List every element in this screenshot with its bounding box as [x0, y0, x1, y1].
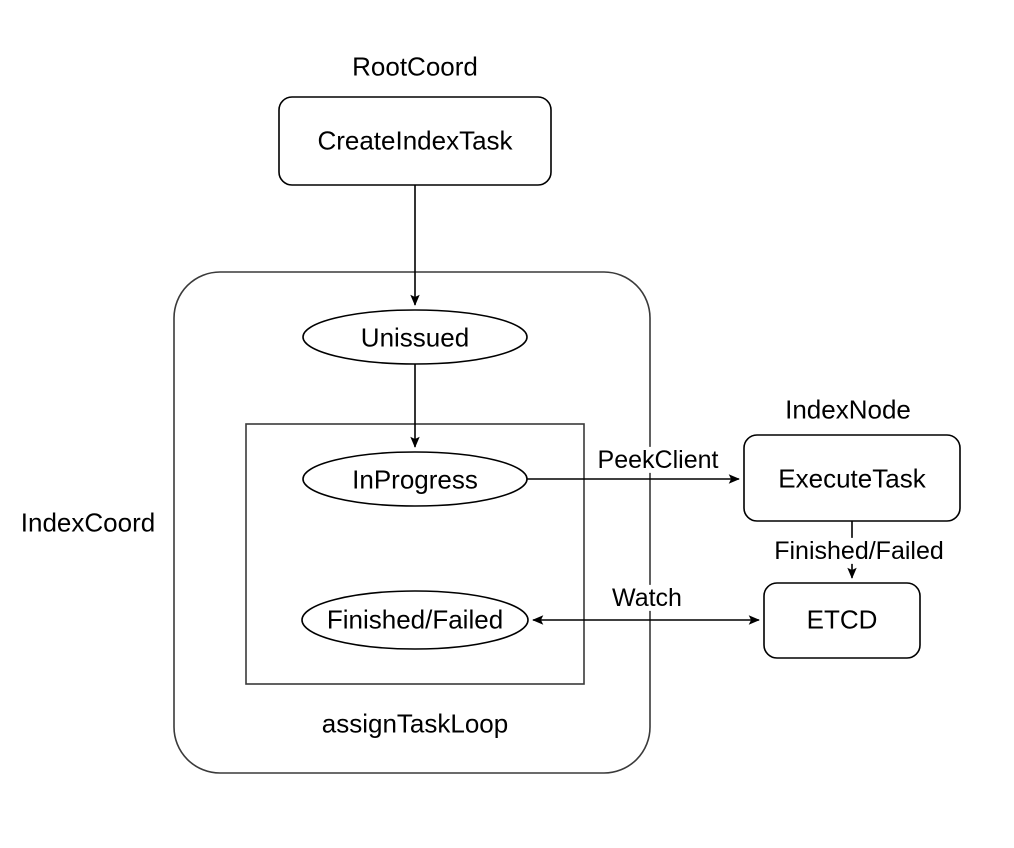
edge-label-watch: Watch: [610, 583, 684, 612]
node-label-unissued[interactable]: Unissued: [360, 322, 470, 353]
node-etcd-shape[interactable]: [763, 582, 921, 659]
node-in-progress-shape[interactable]: [302, 451, 528, 507]
node-create-index-task-shape[interactable]: [278, 96, 552, 186]
group-label-assign-task-loop: assignTaskLoop: [321, 708, 509, 739]
node-execute-task-shape[interactable]: [743, 434, 961, 522]
edge-label-finished-failed: Finished/Failed: [772, 536, 946, 565]
node-label-execute-task[interactable]: ExecuteTask: [778, 463, 926, 494]
group-label-index-coord: IndexCoord: [20, 507, 156, 538]
node-unissued-shape[interactable]: [302, 309, 528, 365]
group-label-root-coord: RootCoord: [352, 51, 478, 82]
node-finished-failed-shape[interactable]: [301, 590, 529, 650]
node-label-etcd[interactable]: ETCD: [806, 604, 878, 635]
group-index-coord-border: [173, 271, 651, 774]
node-label-in-progress[interactable]: InProgress: [352, 464, 478, 495]
group-label-index-node: IndexNode: [785, 394, 911, 425]
node-label-finished-failed[interactable]: Finished/Failed: [326, 604, 504, 635]
edge-label-peek-client: PeekClient: [595, 445, 721, 474]
node-label-create-index-task[interactable]: CreateIndexTask: [317, 125, 513, 156]
